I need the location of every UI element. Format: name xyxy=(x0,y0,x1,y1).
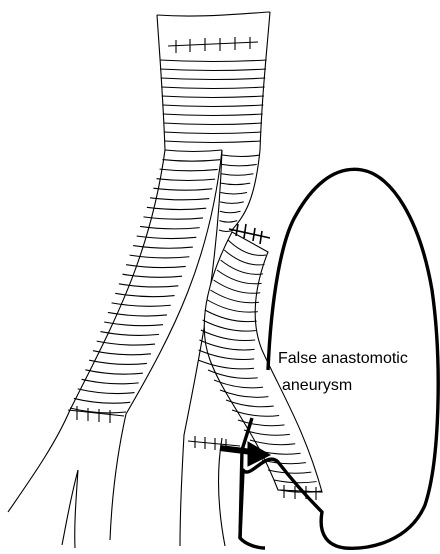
aortic-trunk-graft xyxy=(157,12,270,150)
graft-ring xyxy=(165,150,222,152)
proximal-suture-line xyxy=(168,37,258,53)
graft-ring xyxy=(160,169,218,171)
graft-ring xyxy=(122,274,182,277)
left-native-artery xyxy=(8,410,126,548)
graft-ring xyxy=(133,246,193,249)
graft-ring xyxy=(219,221,237,223)
graft-ring xyxy=(221,193,248,195)
graft-ring xyxy=(160,60,267,62)
graft-ring xyxy=(221,183,250,185)
graft-ring xyxy=(115,293,174,296)
graft-ring xyxy=(163,123,262,125)
aneurysm-label-line2: aneurysm xyxy=(282,376,352,396)
graft-ring xyxy=(162,160,220,162)
left-limb-graft xyxy=(70,150,222,414)
left-distal-anastomosis xyxy=(68,406,124,423)
graft-ring xyxy=(164,132,261,134)
graft-ring xyxy=(220,202,244,204)
graft-ring xyxy=(82,379,139,383)
graft-ring xyxy=(93,351,151,355)
graft-ring xyxy=(222,155,260,157)
graft-ring xyxy=(70,408,126,413)
aneurysm-label-line1: False anastomotic xyxy=(278,349,408,369)
graft-ring xyxy=(97,341,155,345)
graft-ring xyxy=(220,211,241,213)
graft-ring xyxy=(222,164,257,166)
right-native-artery xyxy=(180,435,225,546)
graft-ring xyxy=(162,105,263,107)
graft-ring xyxy=(89,360,147,364)
aneurysm-neck-line xyxy=(240,418,252,538)
graft-ring xyxy=(147,207,206,209)
graft-ring xyxy=(85,370,142,374)
graft-ring xyxy=(153,188,212,190)
graft-ring xyxy=(157,179,216,181)
graft-ring xyxy=(162,96,264,98)
graft-ring xyxy=(161,78,266,80)
graft-ring xyxy=(74,398,130,403)
graft-ring xyxy=(164,141,260,143)
graft-ring xyxy=(160,69,266,71)
graft-ring xyxy=(150,198,209,200)
graft-ring xyxy=(221,174,253,176)
graft-ring xyxy=(100,332,159,336)
graft-ring xyxy=(126,265,186,268)
graft-ring xyxy=(119,284,178,287)
graft-ring xyxy=(163,114,263,116)
graft-ring xyxy=(130,255,190,258)
graft-ring xyxy=(78,389,135,394)
graft-ring xyxy=(143,217,203,219)
graft-ring xyxy=(161,87,264,89)
